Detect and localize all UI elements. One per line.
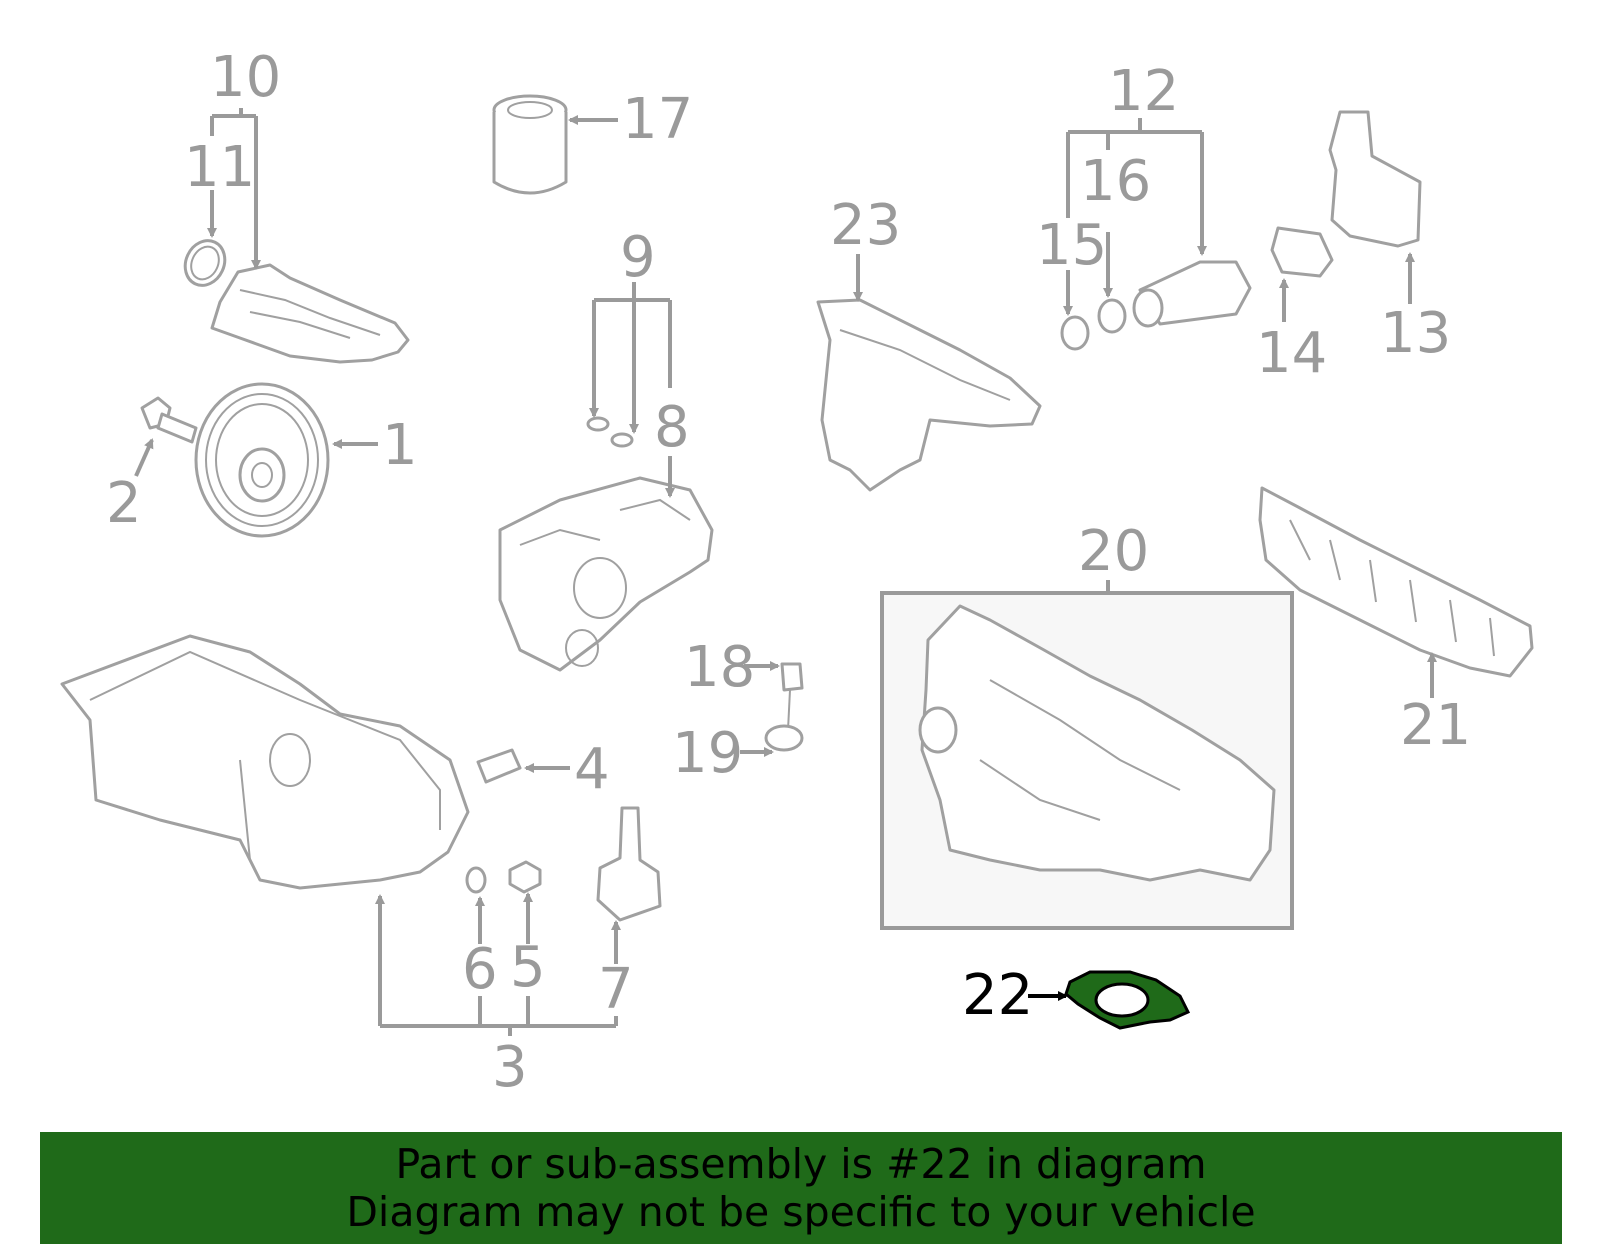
part-20-intake-manifold-box [880, 591, 1294, 930]
callout-8: 8 [654, 395, 690, 460]
info-banner: Part or sub-assembly is #22 in diagram D… [40, 1132, 1562, 1244]
callout-7: 7 [598, 957, 634, 1022]
callout-2: 2 [106, 471, 142, 536]
part-7-level-sensor [596, 806, 662, 922]
callout-17: 17 [622, 87, 693, 152]
part-13-valve [1328, 110, 1422, 248]
part-2-bolt [140, 396, 198, 444]
part-23-bracket [816, 298, 1042, 492]
callout-23: 23 [830, 193, 901, 258]
callout-14: 14 [1256, 321, 1327, 386]
part-4-sensor [476, 748, 522, 784]
callout-19: 19 [672, 721, 743, 786]
leader-lines [134, 108, 1437, 1036]
callout-9: 9 [620, 225, 656, 290]
callout-22-highlighted: 22 [962, 963, 1033, 1028]
part-12-solenoid [1132, 260, 1252, 328]
part-1-pulley [194, 382, 330, 538]
part-9-o-rings [586, 416, 634, 448]
callout-5: 5 [510, 935, 546, 1000]
parts-diagram: 10 11 17 1 2 9 8 23 12 16 15 14 13 20 21… [60, 45, 1534, 1100]
part-10-11-pump-cover [183, 239, 410, 364]
part-22-gasket-highlighted [1064, 970, 1191, 1030]
callout-3: 3 [492, 1035, 528, 1100]
part-19-seal [764, 724, 804, 752]
callout-1: 1 [382, 413, 418, 478]
callout-21: 21 [1400, 693, 1471, 758]
part-17-oil-filter [492, 94, 568, 195]
part-21-intake-gasket [1258, 486, 1534, 678]
part-6-washer [465, 866, 487, 894]
banner-line-1: Part or sub-assembly is #22 in diagram [395, 1140, 1207, 1188]
callout-6: 6 [462, 937, 498, 1002]
callout-15: 15 [1036, 213, 1107, 278]
callout-20: 20 [1078, 519, 1149, 584]
part-18-connector [780, 662, 804, 731]
callout-16: 16 [1080, 149, 1151, 214]
part-8-oil-pump [498, 476, 714, 672]
callout-13: 13 [1380, 301, 1451, 366]
part-5-drain-plug [508, 860, 542, 894]
callout-18: 18 [684, 635, 755, 700]
callout-10: 10 [210, 45, 281, 110]
part-14-gasket [1270, 226, 1334, 278]
part-16-o-ring [1097, 298, 1127, 334]
part-15-o-ring [1060, 315, 1090, 351]
callout-4: 4 [574, 737, 610, 802]
part-3-oil-pan [60, 634, 470, 890]
banner-line-2: Diagram may not be specific to your vehi… [346, 1188, 1256, 1236]
callout-labels: 10 11 17 1 2 9 8 23 12 16 15 14 13 20 21… [106, 45, 1471, 1100]
callout-11: 11 [184, 135, 255, 200]
callout-12: 12 [1108, 59, 1179, 124]
